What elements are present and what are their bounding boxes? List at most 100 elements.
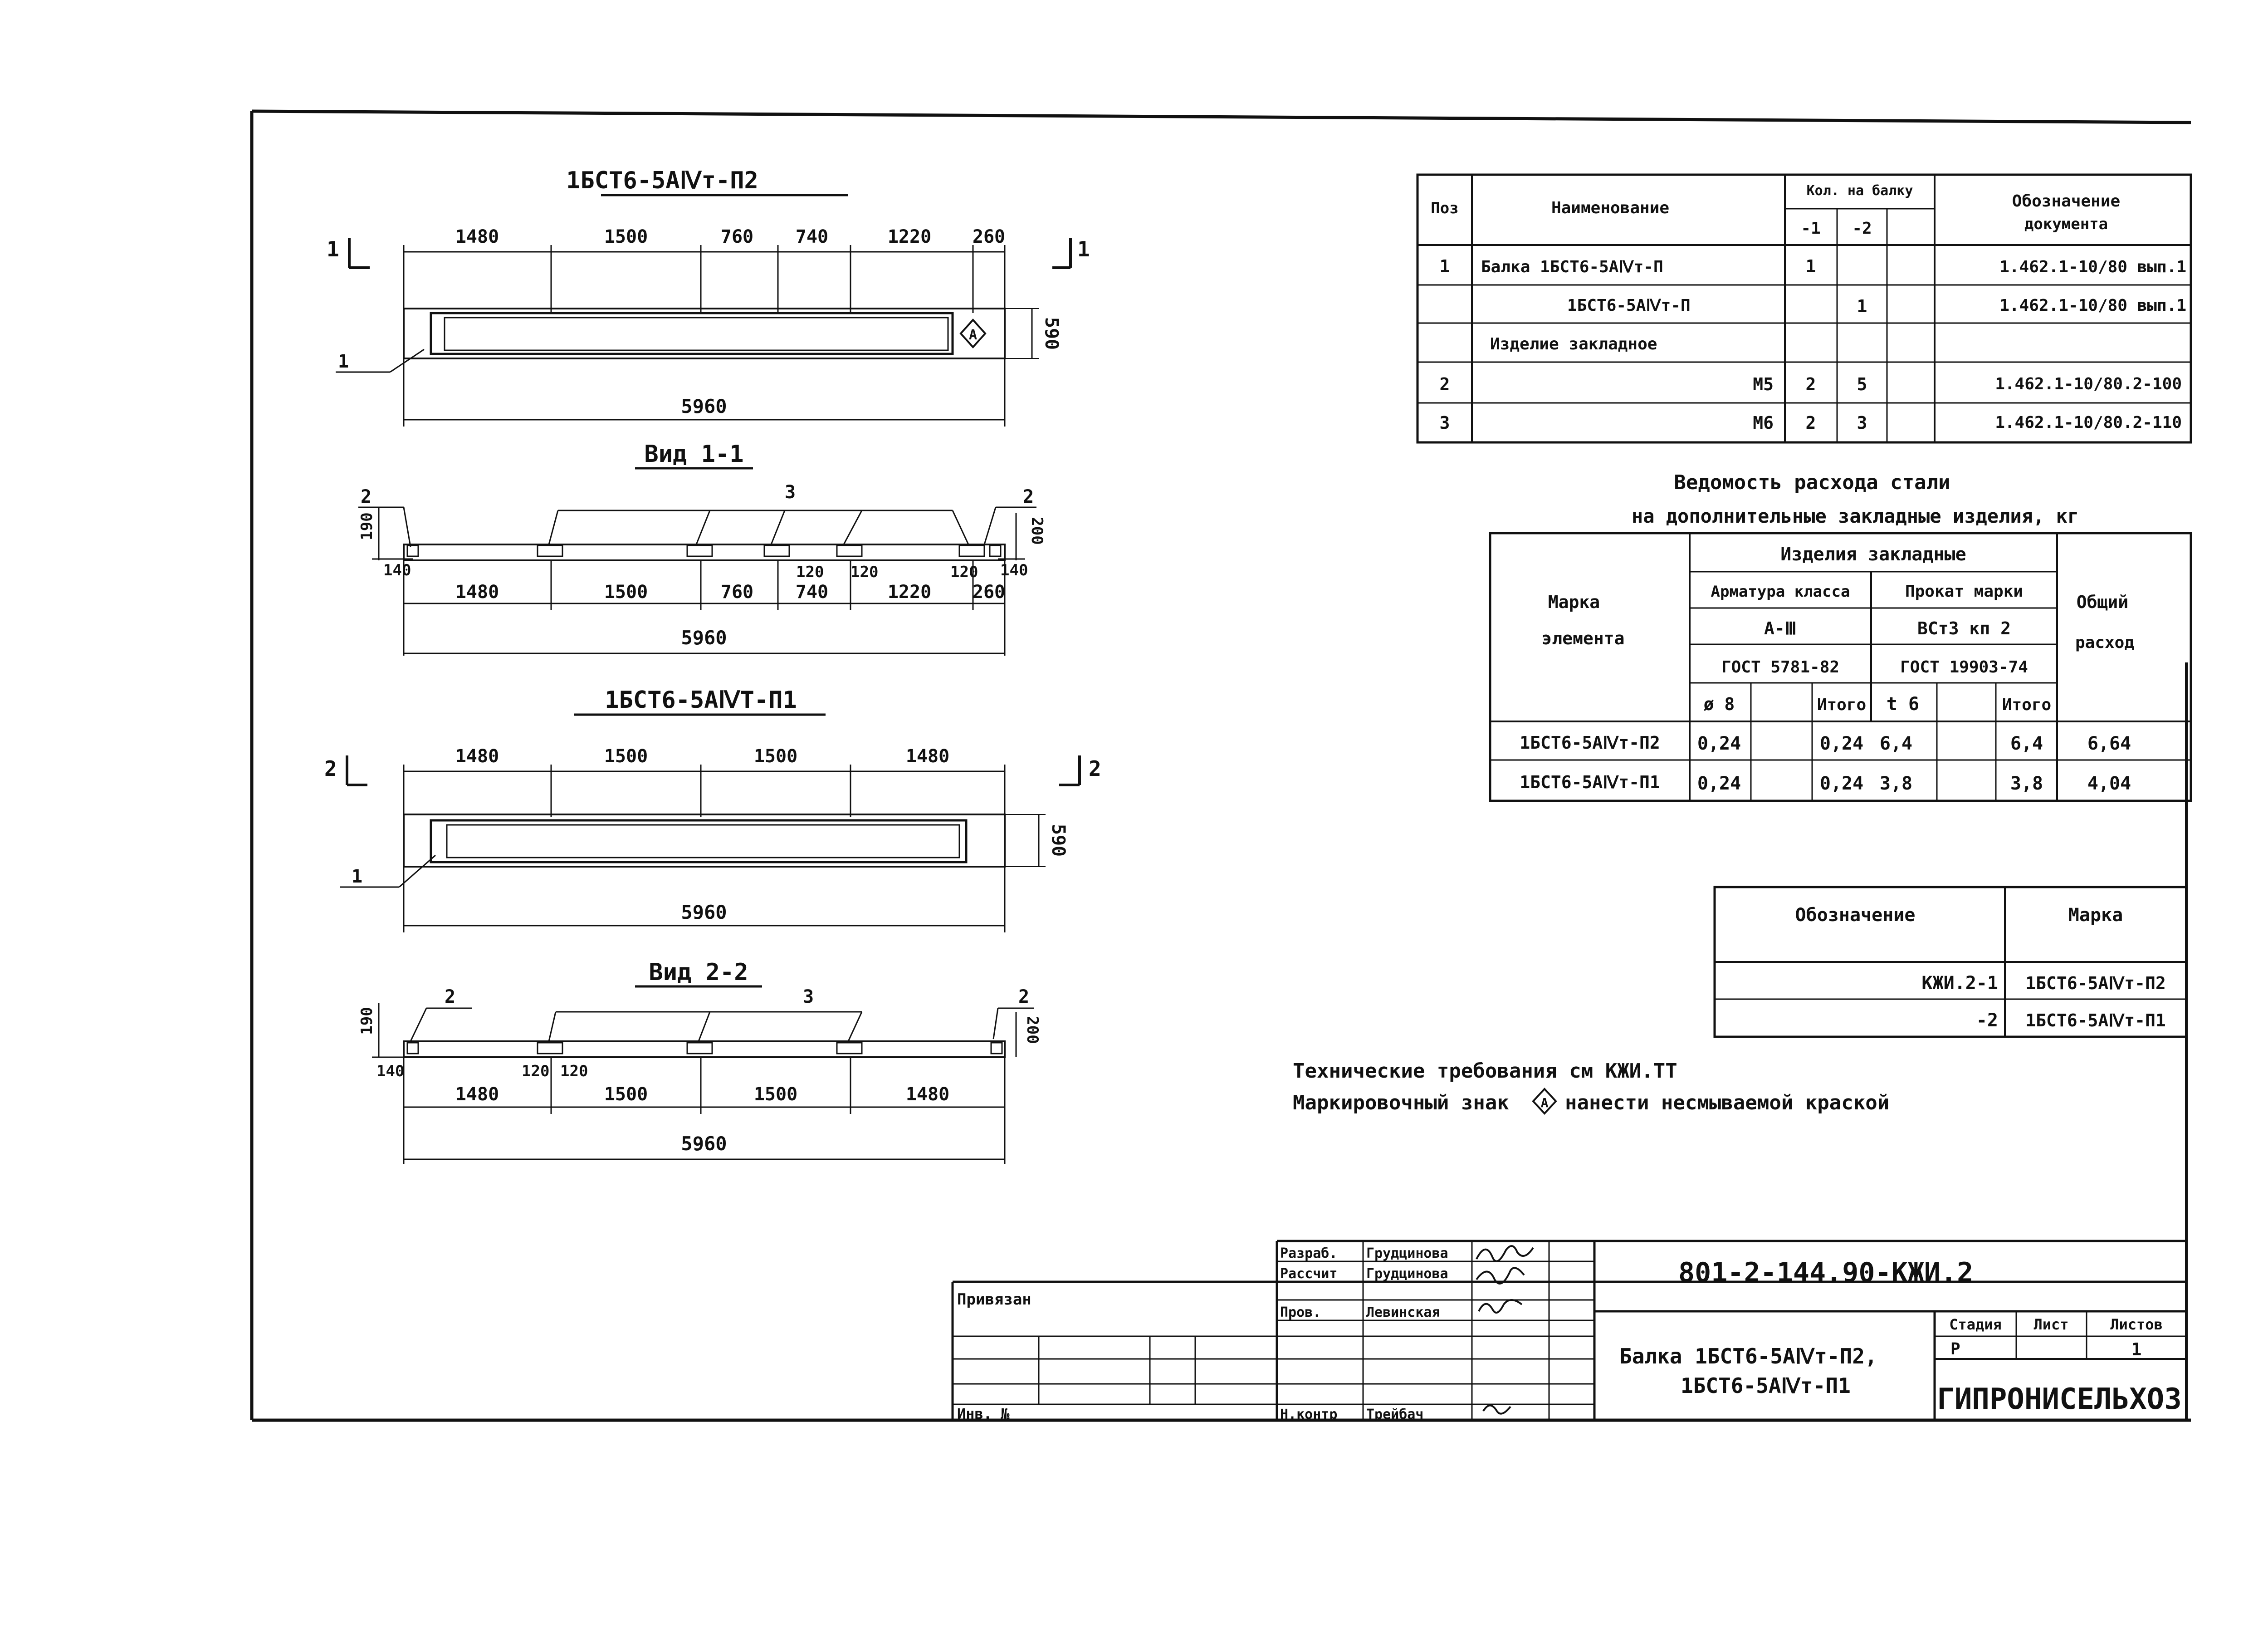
embedded-part (836, 1042, 863, 1054)
stamp-title: Балка 1БСТ6-5АⅣт-П2, (1619, 1344, 1877, 1368)
dimension-label: 1500 (754, 746, 797, 767)
total-length-label: 5960 (681, 901, 727, 923)
spec-cell: 1БСТ6-5АⅣт-П (1567, 296, 1691, 315)
embedded-part (990, 1042, 1003, 1054)
total-length-label: 5960 (681, 627, 727, 649)
stamp-privyazan: Привязан (957, 1290, 1031, 1309)
beam-opening (430, 312, 954, 355)
section-2-2: Вид 2-2 2 3 2 190 200 140 120 120 1480 (358, 959, 1041, 1164)
note-line: нанести несмываемой краской (1565, 1091, 1889, 1114)
stamp-code: 801-2-144.90-КЖИ.2 (1678, 1257, 1973, 1289)
spec-cell: 2 (1440, 374, 1450, 394)
section-title: Вид 2-2 (649, 959, 748, 986)
steel-cell: 6,64 (2087, 733, 2131, 754)
stamp-role: Пров. (1280, 1304, 1321, 1320)
embedded-part (989, 544, 1002, 557)
beam-outline (403, 814, 1006, 868)
height-label: 590 (1048, 824, 1069, 857)
oboz-cell: -2 (1976, 1010, 1998, 1031)
spec-cell: 1 (1857, 296, 1867, 316)
steel-header-prokat-class: ВСт3 кп 2 (1917, 618, 2011, 638)
stamp-stadia: Стадия (1949, 1316, 2002, 1333)
oboz-header: Марка (2068, 905, 2123, 926)
position-label: 1 (338, 351, 349, 372)
steel-header-arm-class: А-Ⅲ (1764, 618, 1797, 638)
spec-cell: 1.462.1-10/80 вып.1 (1999, 296, 2186, 315)
note-line: Технические требования см КЖИ.ТТ (1293, 1059, 1677, 1083)
dimension-label: 1480 (455, 1084, 499, 1105)
stamp-role: Н.контр (1280, 1407, 1337, 1422)
spec-cell: Балка 1БСТ6-5АⅣт-П (1481, 258, 1663, 276)
oboz-cell: 1БСТ6-5АⅣт-П2 (2025, 973, 2166, 993)
dimension-label: 740 (796, 582, 828, 603)
position-label: 2 (1018, 986, 1029, 1007)
dimension-label: 1220 (888, 582, 931, 603)
spec-header-doc: документа (2024, 215, 2108, 233)
stamp-name: Грудцинова (1366, 1266, 1448, 1282)
spec-cell: 3 (1440, 413, 1450, 433)
section-mark-label: 2 (324, 756, 337, 781)
height-label: 190 (358, 1007, 376, 1035)
height-label: 200 (1028, 517, 1046, 544)
steel-header-mark: элемента (1541, 628, 1624, 648)
spec-cell: М5 (1753, 374, 1774, 394)
steel-header-itogo: Итого (2002, 696, 2051, 714)
oboz-cell: КЖИ.2-1 (1921, 973, 1998, 994)
section-mark-label: 2 (1089, 756, 1101, 781)
position-label: 1 (352, 866, 362, 887)
embedded-part (958, 544, 985, 557)
spec-header-name: Наименование (1551, 199, 1669, 217)
offset-label: 120 (522, 1062, 549, 1080)
svg-text:A: A (969, 327, 977, 343)
steel-header-total: расход (2075, 633, 2134, 652)
specification-table: Поз Наименование Кол. на балку -1 -2 Обо… (1416, 173, 2192, 444)
position-label: 2 (445, 986, 455, 1007)
spec-cell: Изделие закладное (1490, 335, 1657, 353)
view-title-p1: 1БСТ6-5АⅣТ-П1 (605, 687, 797, 714)
height-label: 190 (358, 512, 376, 540)
steel-cell: 0,24 (1697, 773, 1741, 794)
position-label: 3 (803, 986, 814, 1007)
offset-label: 120 (950, 563, 978, 581)
steel-cell: 1БСТ6-5АⅣт-П1 (1520, 772, 1660, 792)
dimension-label: 1480 (455, 582, 499, 603)
spec-cell: М6 (1753, 413, 1774, 433)
dimension-label: 760 (721, 582, 753, 603)
steel-cell: 3,8 (2010, 773, 2043, 794)
dimension-label: 1480 (906, 1084, 949, 1105)
stamp-role: Разраб. (1280, 1246, 1337, 1261)
stamp-name: Левинская (1366, 1304, 1440, 1320)
embedded-part (537, 544, 563, 557)
steel-cell: 0,24 (1820, 773, 1863, 794)
dimension-label: 260 (973, 582, 1005, 603)
technical-notes: Технические требования см КЖИ.ТТ Маркиро… (1293, 1059, 1889, 1115)
stamp-name: Грудцинова (1366, 1246, 1448, 1261)
embedded-part (686, 544, 713, 557)
offset-label: 140 (376, 1062, 404, 1080)
stamp-title: 1БСТ6-5АⅣт-П1 (1681, 1373, 1851, 1398)
stamp-stadia-value: Р (1950, 1340, 1960, 1358)
position-label: 2 (361, 486, 371, 507)
oboz-cell: 1БСТ6-5АⅣт-П1 (2025, 1010, 2166, 1030)
dimension-label: 1500 (604, 1084, 648, 1105)
stamp-organization: ГИПРОНИСЕЛЬХОЗ (1937, 1383, 2181, 1416)
spec-header-pos: Поз (1431, 199, 1458, 217)
steel-header-itogo: Итого (1817, 696, 1866, 714)
svg-text:A: A (1541, 1095, 1549, 1110)
spec-header-qty: Кол. на балку (1807, 183, 1913, 199)
view-title-p2: 1БСТ6-5АⅣт-П2 (566, 167, 758, 194)
steel-header-prokat-gost: ГОСТ 19903-74 (1900, 658, 2028, 677)
view-beam-p2: 1БСТ6-5АⅣт-П2 1 1 1480 1500 760 740 1220… (327, 167, 1090, 427)
height-label: 590 (1041, 317, 1062, 350)
spec-cell: 5 (1857, 374, 1867, 394)
offset-label: 120 (560, 1062, 588, 1080)
section-title: Вид 1-1 (644, 441, 743, 468)
section-1-1: Вид 1-1 2 3 2 190 200 140 140 120 (358, 441, 1046, 656)
title-block: Привязан Инв. № Разраб. Рассчит Пров. Н.… (951, 1240, 2186, 1422)
offset-label: 140 (383, 561, 411, 579)
steel-cell: 0,24 (1697, 733, 1741, 754)
section-mark-label: 1 (327, 237, 339, 261)
beam-opening (430, 819, 968, 863)
dimension-label: 1500 (754, 1084, 797, 1105)
